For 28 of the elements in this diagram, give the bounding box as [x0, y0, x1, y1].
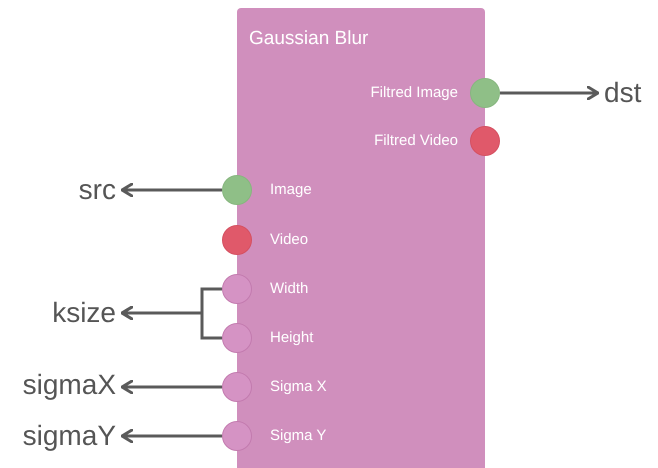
parameter-label: ksize [18, 296, 122, 330]
port-label: Filtred Video [374, 132, 458, 150]
arrow [120, 380, 222, 394]
port-circle [222, 323, 252, 353]
port-circle [470, 78, 500, 108]
port-circle [222, 274, 252, 304]
port-circle [222, 175, 252, 205]
port-label: Sigma Y [270, 427, 326, 445]
port-label: Width [270, 280, 308, 298]
port-circle [222, 372, 252, 402]
port-label: Height [270, 329, 314, 347]
port-circle [222, 225, 252, 255]
arrow [500, 86, 600, 100]
parameter-label: sigmaY [2, 419, 122, 453]
port-circle [470, 126, 500, 156]
node-card [237, 8, 485, 468]
port-label: Filtred Image [370, 84, 458, 102]
parameter-label: dst [598, 76, 658, 110]
node-title: Gaussian Blur [249, 28, 368, 50]
arrow [120, 428, 222, 444]
port-label: Image [270, 181, 312, 199]
parameter-label: sigmaX [2, 368, 122, 402]
arrow [120, 182, 222, 198]
port-circle [222, 421, 252, 451]
port-label: Sigma X [270, 378, 327, 396]
parameter-label: src [52, 173, 122, 207]
port-label: Video [270, 231, 308, 249]
arrow [120, 306, 222, 340]
